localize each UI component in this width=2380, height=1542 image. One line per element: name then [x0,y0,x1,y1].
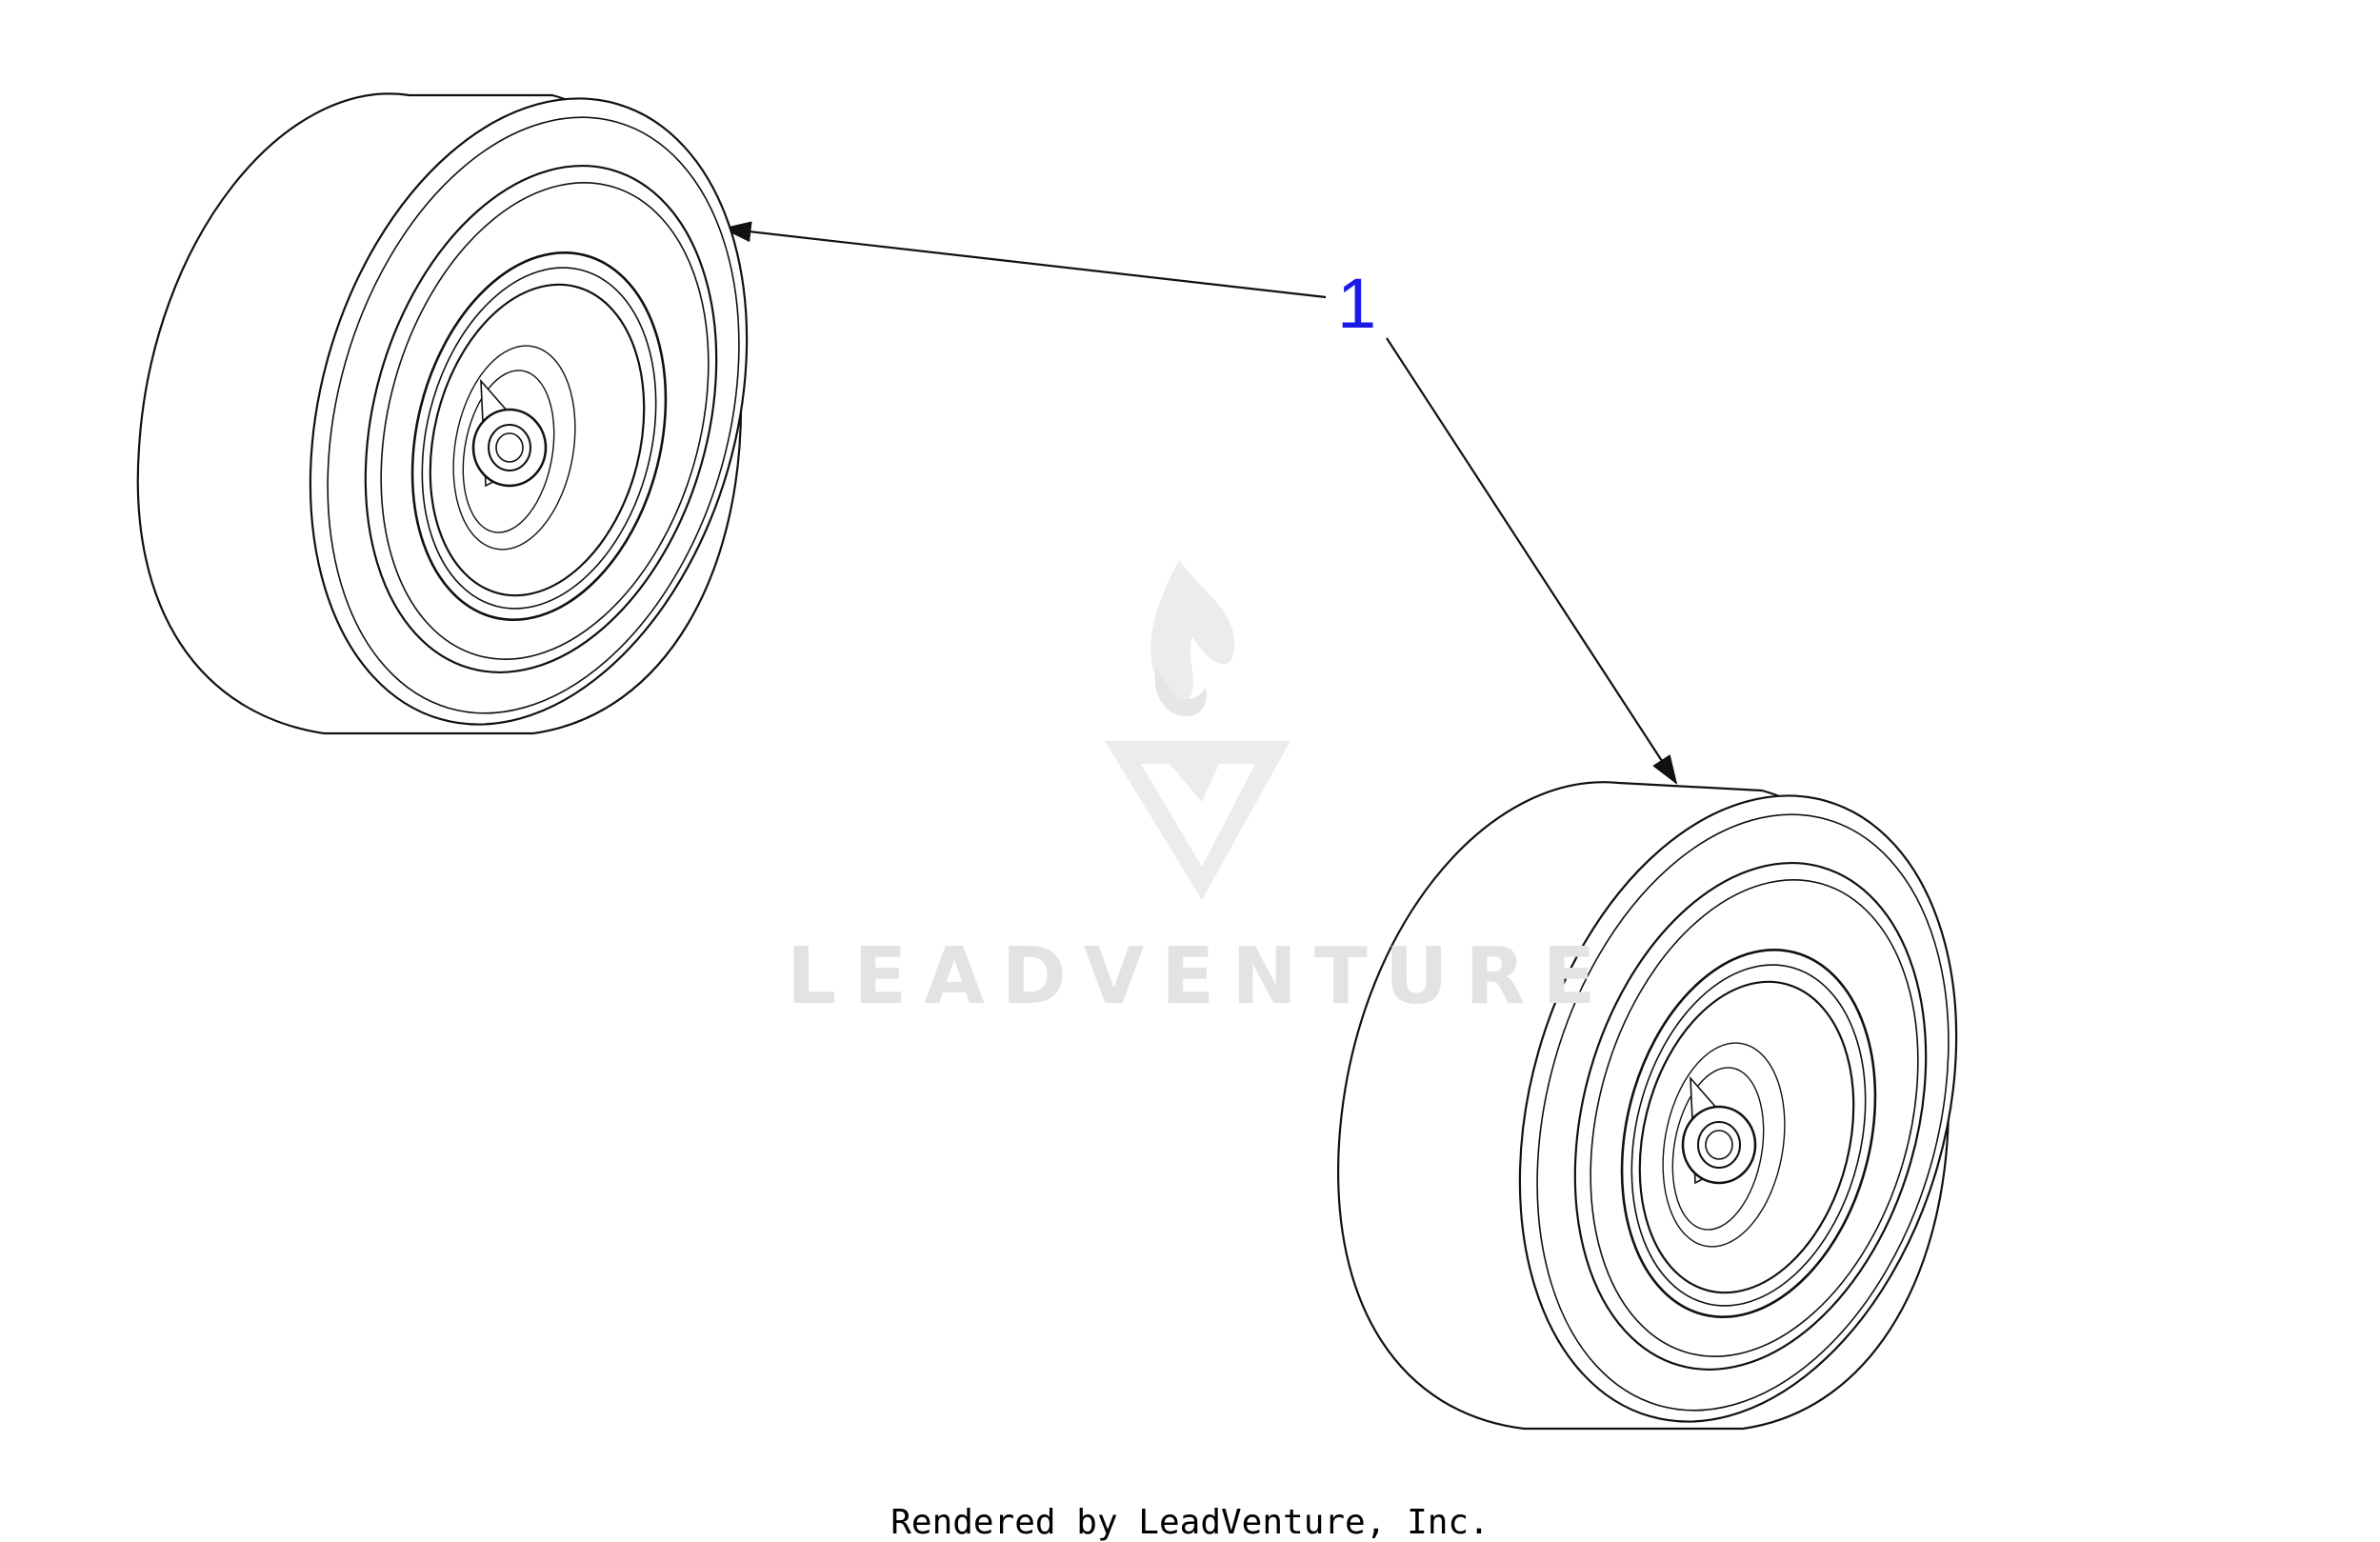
leader-lines [721,221,1678,785]
render-credit: Rendered by LeadVenture, Inc. [890,1503,1490,1542]
watermark-text: LEADVENTURE [787,931,1613,1022]
wheel-assembly-left[interactable] [136,47,816,776]
part-callout-1[interactable]: 1 [1337,264,1377,343]
watermark-logo [1105,560,1290,900]
leader-line-top [721,221,1327,299]
leader-line-bottom [1386,337,1678,785]
wheel-assembly-right[interactable] [1337,744,2026,1473]
